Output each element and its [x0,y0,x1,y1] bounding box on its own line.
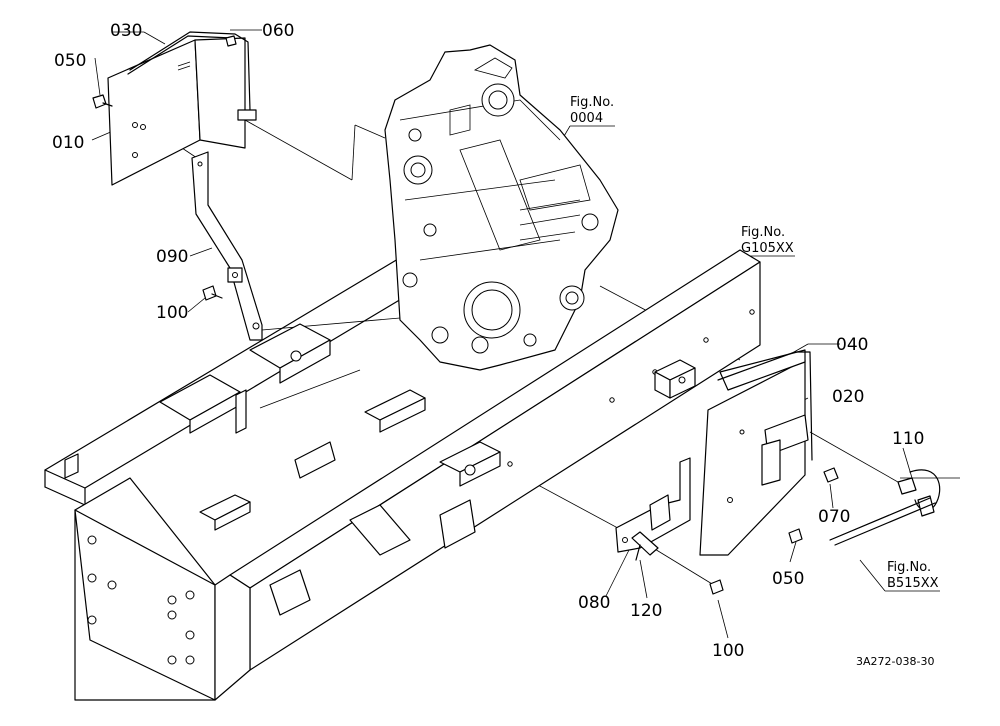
label-100-top: 100 [156,303,188,323]
label-070: 070 [818,507,850,527]
label-080: 080 [578,593,610,613]
label-010: 010 [52,133,84,153]
ref-frame-line1: Fig.No. [741,225,785,240]
clamp-110 [897,469,941,517]
label-040: 040 [836,335,868,355]
drawing-code: 3A272-038-30 [856,655,934,668]
label-060: 060 [262,21,294,41]
ref-engine-line1: Fig.No. [570,95,614,110]
figure-references: Fig.No. 0004 Fig.No. G105XX Fig.No. B515… [570,95,939,591]
label-100-bottom: 100 [712,641,744,661]
label-030: 030 [110,21,142,41]
ref-harness-line1: Fig.No. [887,560,931,575]
label-090: 090 [156,247,188,267]
label-110: 110 [892,429,924,449]
part-labels: 030 060 050 010 090 100 040 020 110 070 … [52,21,924,661]
frame-assembly [44,209,761,701]
ref-frame-line2: G105XX [741,241,794,256]
label-050-right: 050 [772,569,804,589]
bracket-090 [191,151,263,341]
gear-case [384,44,619,371]
label-020: 020 [832,387,864,407]
right-shield-assembly [699,349,839,556]
ref-harness-line2: B515XX [887,576,939,591]
ref-engine-line2: 0004 [570,111,603,126]
bracket-080 [615,457,724,595]
label-120: 120 [630,601,662,621]
leader-lines [91,29,960,639]
left-shield-assembly [92,31,257,186]
harness-line [829,497,936,546]
label-050-left: 050 [54,51,86,71]
